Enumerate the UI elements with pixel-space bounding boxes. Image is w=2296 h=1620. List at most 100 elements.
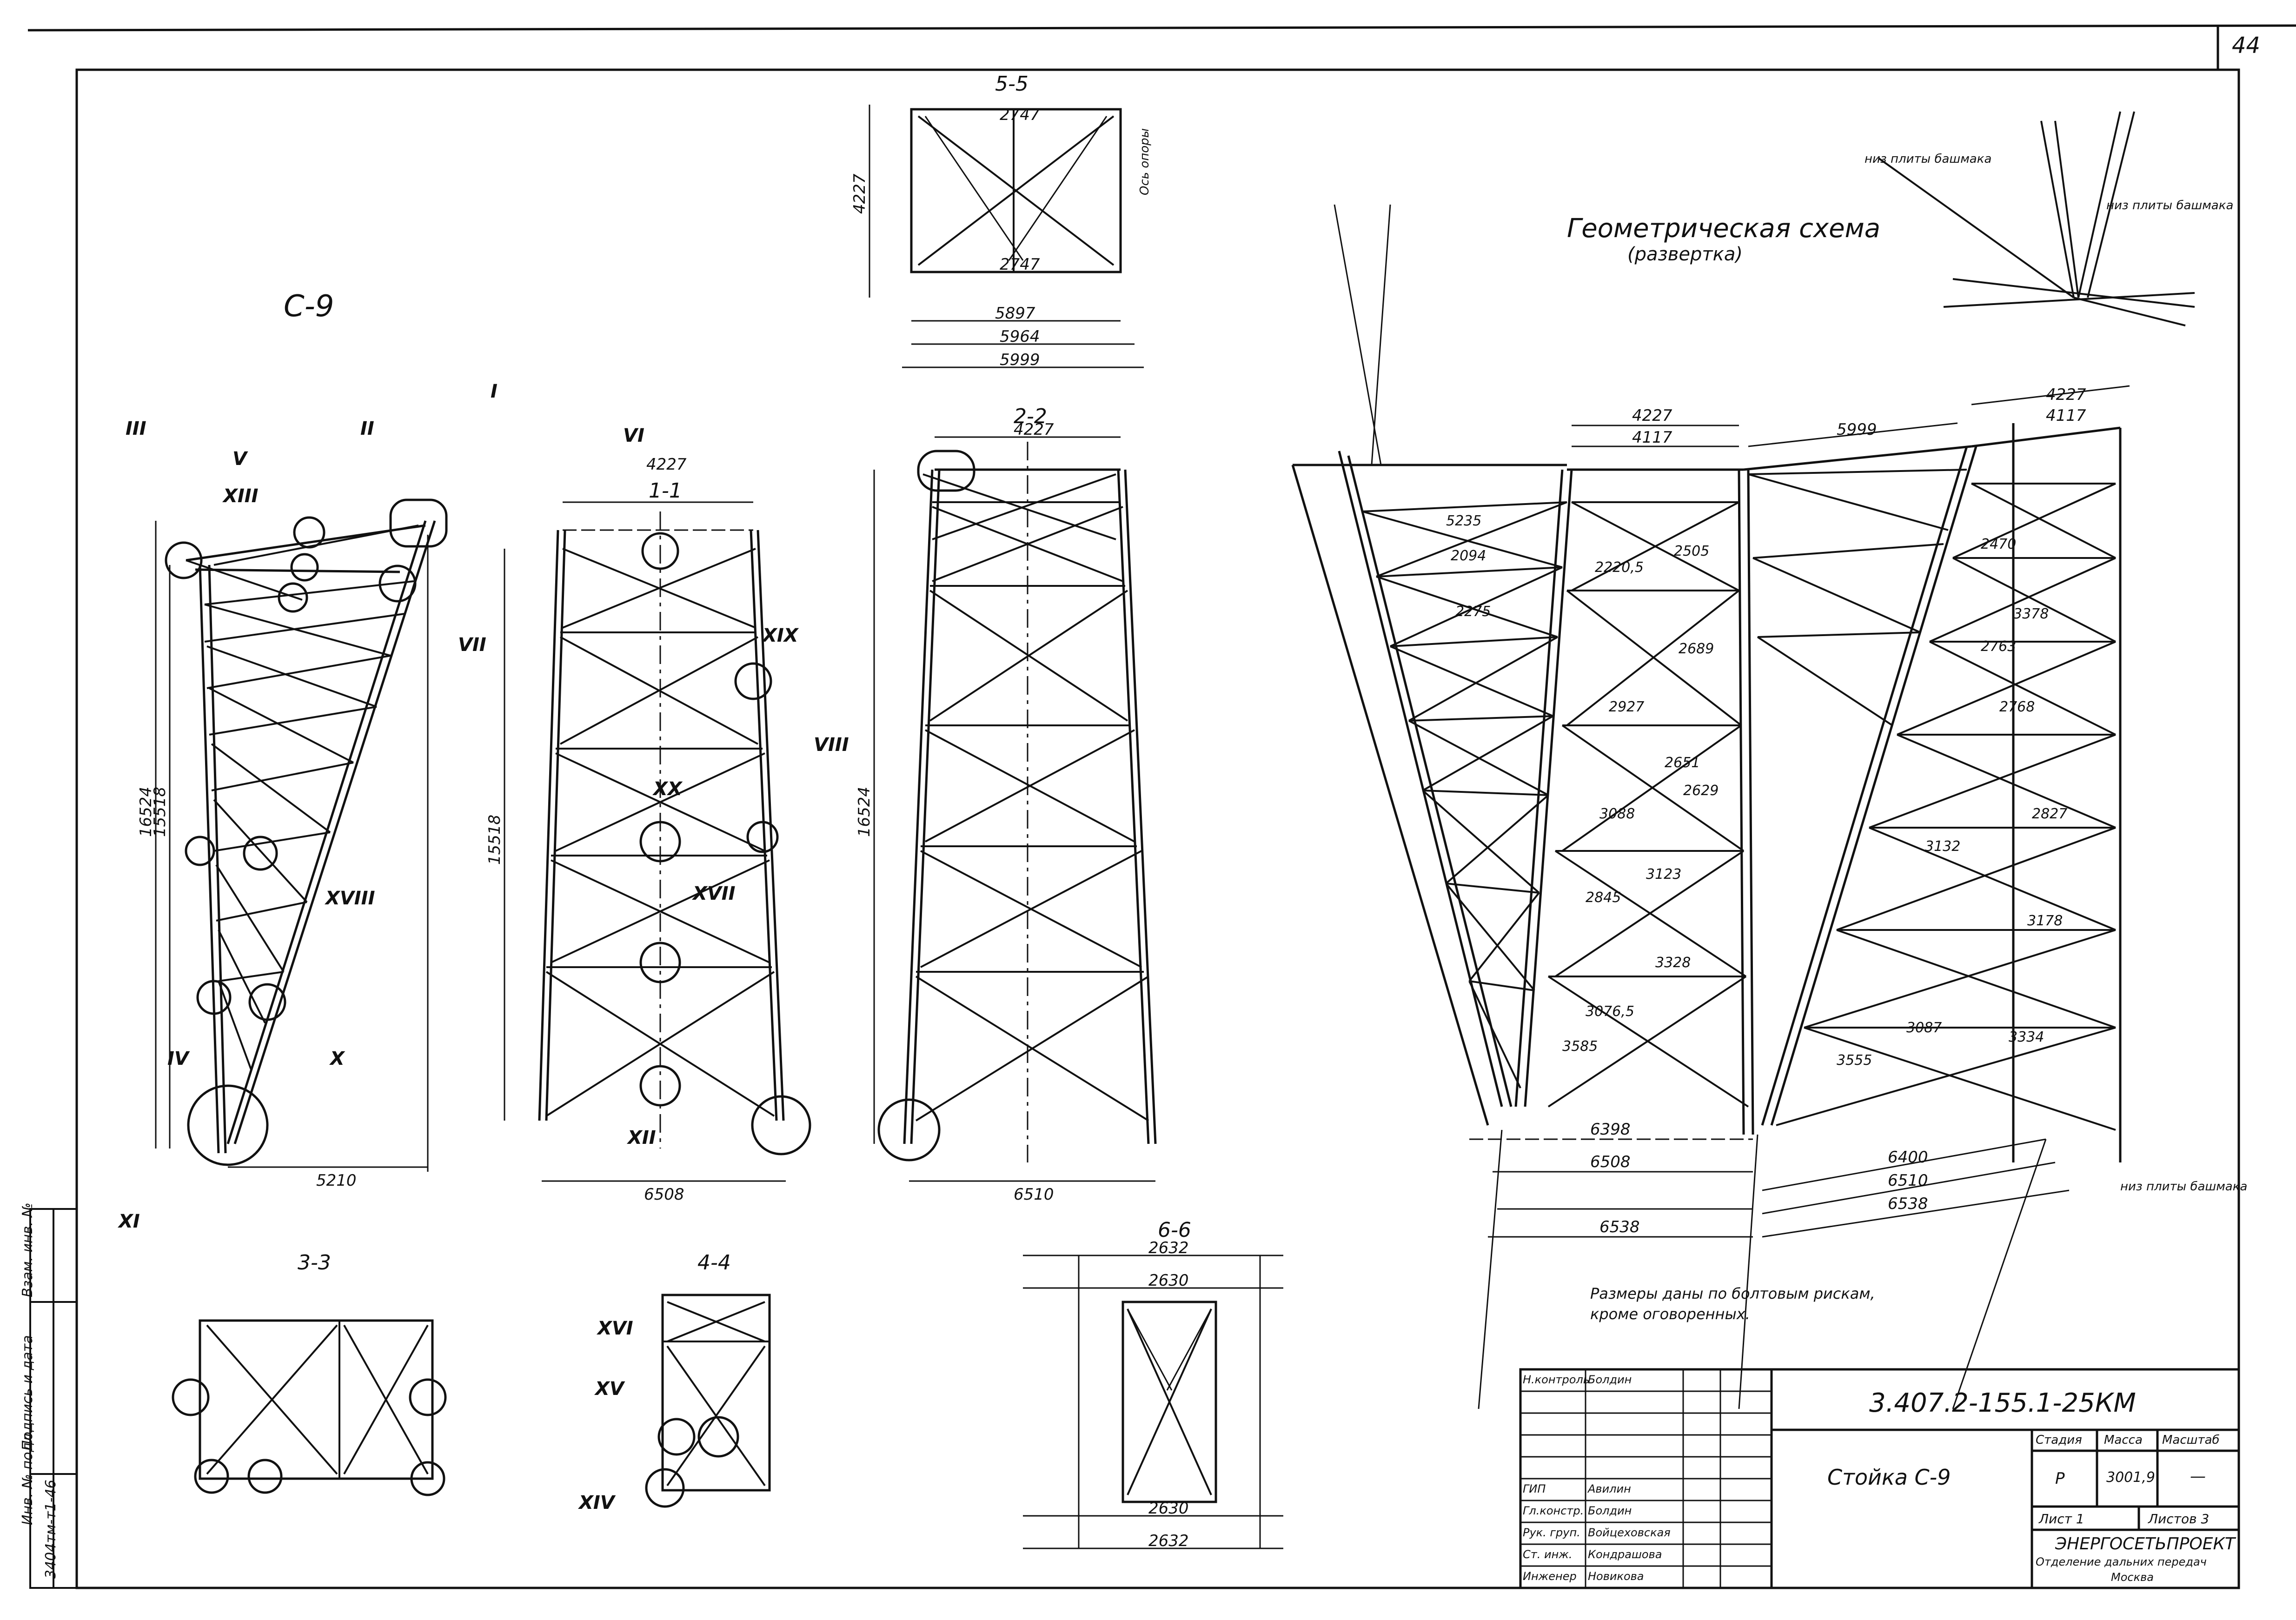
roman-label: IV bbox=[167, 1048, 190, 1069]
scheme-l6: 2629 bbox=[1683, 783, 1719, 799]
scheme-l10: 3328 bbox=[1655, 955, 1691, 971]
roman-label: XVIII bbox=[324, 888, 375, 909]
title-1-1: 1-1 bbox=[649, 479, 682, 503]
corner-detail bbox=[1878, 111, 2195, 326]
dim-s22-bottom: 6510 bbox=[1014, 1185, 1054, 1204]
dim-s66-top-a: 2632 bbox=[1148, 1239, 1189, 1257]
dim-scheme-top-e: 4117 bbox=[2046, 406, 2086, 425]
dim-s55-inner-a: 2747 bbox=[1000, 106, 1040, 124]
title-block-frame bbox=[1519, 1368, 2240, 1589]
title-4-4: 4-4 bbox=[697, 1251, 731, 1275]
row-role: Рук. груп. bbox=[1523, 1526, 1580, 1539]
scheme-l15: 2763 bbox=[1981, 638, 2016, 655]
scheme-l25: 2689 bbox=[1679, 641, 1714, 657]
stamp-number: 3404тм-т1-46 bbox=[43, 1480, 59, 1579]
scheme-l11: 3076,5 bbox=[1586, 1003, 1634, 1020]
mass-label: Масса bbox=[2104, 1433, 2143, 1447]
scheme-l21: 3555 bbox=[1837, 1052, 1872, 1069]
title-geometric: Геометрическая схема bbox=[1567, 213, 1880, 244]
sheet-label: Лист 1 bbox=[2039, 1511, 2084, 1527]
niz-plity-3: низ плиты башмака bbox=[2120, 1180, 2247, 1194]
row-role: ГИП bbox=[1523, 1482, 1546, 1495]
scheme-member-labels: 5235 2094 2275 2927 2651 2629 3088 3123 … bbox=[1446, 513, 2067, 1069]
row-role: Ст. инж. bbox=[1523, 1548, 1573, 1561]
row-name: Болдин bbox=[1588, 1504, 1632, 1517]
scheme-l16: 2768 bbox=[1999, 699, 2035, 715]
scale-label: Масштаб bbox=[2162, 1433, 2220, 1447]
scheme-l4: 2927 bbox=[1609, 699, 1644, 715]
dim-s66-bot-a: 2630 bbox=[1148, 1499, 1189, 1518]
dim-s55-c: 5999 bbox=[1000, 351, 1040, 369]
scheme-l13: 2470 bbox=[1981, 536, 2016, 552]
niz-plity-2: низ плиты башмака bbox=[2106, 199, 2233, 212]
scheme-l3: 2275 bbox=[1455, 604, 1491, 620]
roman-label: I bbox=[491, 381, 498, 402]
section-1-1-view bbox=[504, 501, 786, 1182]
dim-scheme-bot-c: 6538 bbox=[1599, 1218, 1640, 1236]
roman-label: XIV bbox=[577, 1492, 616, 1514]
row-name: Кондрашова bbox=[1588, 1548, 1662, 1561]
scheme-l23: 2220,5 bbox=[1595, 559, 1644, 576]
row-name: Болдин bbox=[1588, 1373, 1632, 1386]
dim-c9-width: 5210 bbox=[316, 1171, 357, 1190]
row-name: Новикова bbox=[1588, 1570, 1644, 1583]
scale-value: — bbox=[2190, 1467, 2206, 1486]
title-2-2: 2-2 bbox=[1014, 405, 1047, 428]
scheme-l8: 3123 bbox=[1646, 866, 1681, 883]
dim-scheme-bot-f: 6538 bbox=[1888, 1195, 1928, 1213]
row-name: Войцеховская bbox=[1588, 1526, 1671, 1539]
roman-label: XIII bbox=[222, 485, 259, 507]
stamp-podpis: Подпись и дата bbox=[20, 1335, 36, 1451]
title-6-6: 6-6 bbox=[1158, 1218, 1191, 1242]
mass-value: 3001,9 bbox=[2106, 1469, 2155, 1486]
dim-scheme-top-a: 4227 bbox=[1632, 406, 1672, 425]
dim-s22-height: 16524 bbox=[855, 787, 874, 837]
row-role: Инженер bbox=[1523, 1570, 1577, 1583]
scheme-l20: 3087 bbox=[1906, 1020, 1942, 1036]
scheme-l7: 3088 bbox=[1599, 806, 1635, 822]
dim-scheme-bot-b: 6508 bbox=[1590, 1153, 1631, 1171]
dim-s22-top: 4227 bbox=[1014, 420, 1054, 439]
title-c9: С-9 bbox=[284, 289, 334, 324]
roman-label: XVI bbox=[596, 1318, 633, 1339]
title-5-5: 5-5 bbox=[995, 72, 1029, 96]
section-3-3-view bbox=[172, 1319, 447, 1496]
dim-c9-height-a: 16524 bbox=[137, 787, 155, 837]
row-role: Н.контроль bbox=[1523, 1373, 1590, 1386]
roman-label: XX bbox=[652, 778, 683, 800]
dim-scheme-bot-a: 6398 bbox=[1590, 1120, 1631, 1139]
org-city: Москва bbox=[2111, 1571, 2154, 1584]
dim-scheme-top-b: 4117 bbox=[1632, 428, 1672, 447]
stage-label: Стадия bbox=[2036, 1433, 2082, 1447]
dim-s55-h: 4227 bbox=[850, 173, 869, 214]
roman-label: XVII bbox=[691, 883, 736, 904]
dim-s55-a: 5897 bbox=[995, 304, 1035, 323]
dim-scheme-bot-d: 6400 bbox=[1888, 1148, 1928, 1167]
dim-s11-bottom: 6508 bbox=[644, 1185, 684, 1204]
scheme-l24: 2505 bbox=[1674, 543, 1709, 559]
dimension-note: Размеры даны по болтовым рискам, кроме о… bbox=[1590, 1285, 1875, 1323]
os-opory-label: Ось опоры bbox=[1138, 128, 1152, 195]
scheme-l19: 3178 bbox=[2027, 913, 2063, 929]
row-name: Авилин bbox=[1588, 1482, 1631, 1495]
section-4-4-view bbox=[645, 1294, 771, 1508]
sheet-number: 44 bbox=[2232, 33, 2261, 59]
dim-s11-top: 4227 bbox=[646, 455, 687, 474]
roman-label: X bbox=[329, 1048, 345, 1069]
niz-plity-1: низ плиты башмака bbox=[1865, 152, 1991, 166]
dim-s66-top-b: 2630 bbox=[1148, 1271, 1189, 1290]
dim-s11-height: 15518 bbox=[485, 815, 504, 865]
section-2-2-view bbox=[751, 436, 1157, 1182]
dim-s66-bot-b: 2632 bbox=[1148, 1532, 1189, 1550]
roman-labels: I II III IV V VI VII VIII X XI XII XIII … bbox=[117, 381, 849, 1514]
dimension-labels: 5210 16524 15518 4227 6508 15518 4227 65… bbox=[137, 106, 2086, 1550]
org-name: ЭНЕРГОСЕТЬПРОЕКТ bbox=[2055, 1534, 2236, 1554]
scheme-l1: 5235 bbox=[1446, 513, 1481, 529]
stamp-vzam: Взам. инв. № bbox=[20, 1202, 36, 1297]
roman-label: V bbox=[232, 448, 248, 470]
scheme-l22: 3334 bbox=[2009, 1029, 2044, 1045]
dim-s55-inner-b: 2747 bbox=[1000, 255, 1040, 274]
roman-label: XIX bbox=[761, 625, 799, 646]
roman-label: XII bbox=[626, 1127, 656, 1149]
geometric-scheme bbox=[1291, 204, 2130, 1409]
